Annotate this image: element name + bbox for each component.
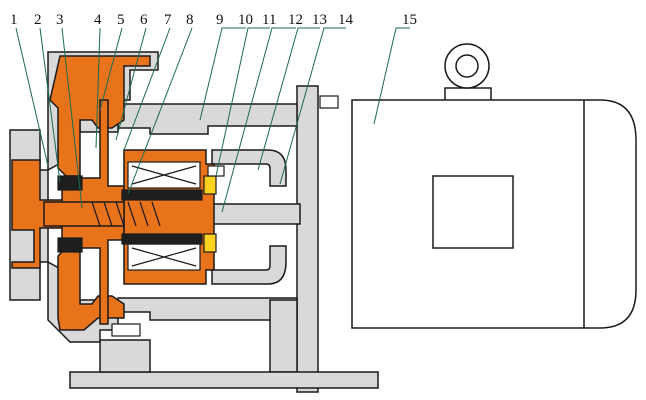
motor [351,43,637,329]
inner-magnet-lower [121,233,203,245]
callout-1: 1 [10,12,18,28]
bolt-flange [319,95,339,109]
callout-4: 4 [94,12,102,28]
bracket-top [117,103,298,135]
inlet-liner [11,159,63,269]
bearing-lower [203,233,217,253]
callout-10: 10 [238,12,253,28]
callout-6: 6 [140,12,148,28]
callout-12: 12 [288,12,303,28]
callout-2: 2 [34,12,42,28]
shroud-upper [211,149,287,187]
magnets [57,161,203,337]
callout-labels: 1 2 3 4 5 6 7 8 9 10 11 12 13 14 15 [10,12,417,28]
callout-15: 15 [402,12,417,28]
shaft-spiral [91,201,161,227]
base-foot [69,371,379,389]
bolt-lower [111,323,141,337]
bracket-leg [269,299,298,373]
callout-14: 14 [338,12,354,28]
seal-ring-upper [57,175,83,191]
leader-lines [15,27,410,213]
bearings [203,175,217,253]
callout-7: 7 [164,12,172,28]
inner-magnet-upper [121,189,203,201]
motor-flange [296,85,319,393]
callout-11: 11 [262,12,276,28]
motor-terminal-box [432,175,514,249]
callout-3: 3 [56,12,64,28]
callout-5: 5 [117,12,125,28]
impeller-hub [43,201,125,227]
shroud-lower [211,245,287,285]
callout-13: 13 [312,12,327,28]
callout-9: 9 [216,12,224,28]
callout-8: 8 [186,12,194,28]
casing-liner-lower [57,247,125,331]
seal-ring-lower [57,237,83,253]
pump-foot [99,339,151,373]
bearing-upper [203,175,217,195]
